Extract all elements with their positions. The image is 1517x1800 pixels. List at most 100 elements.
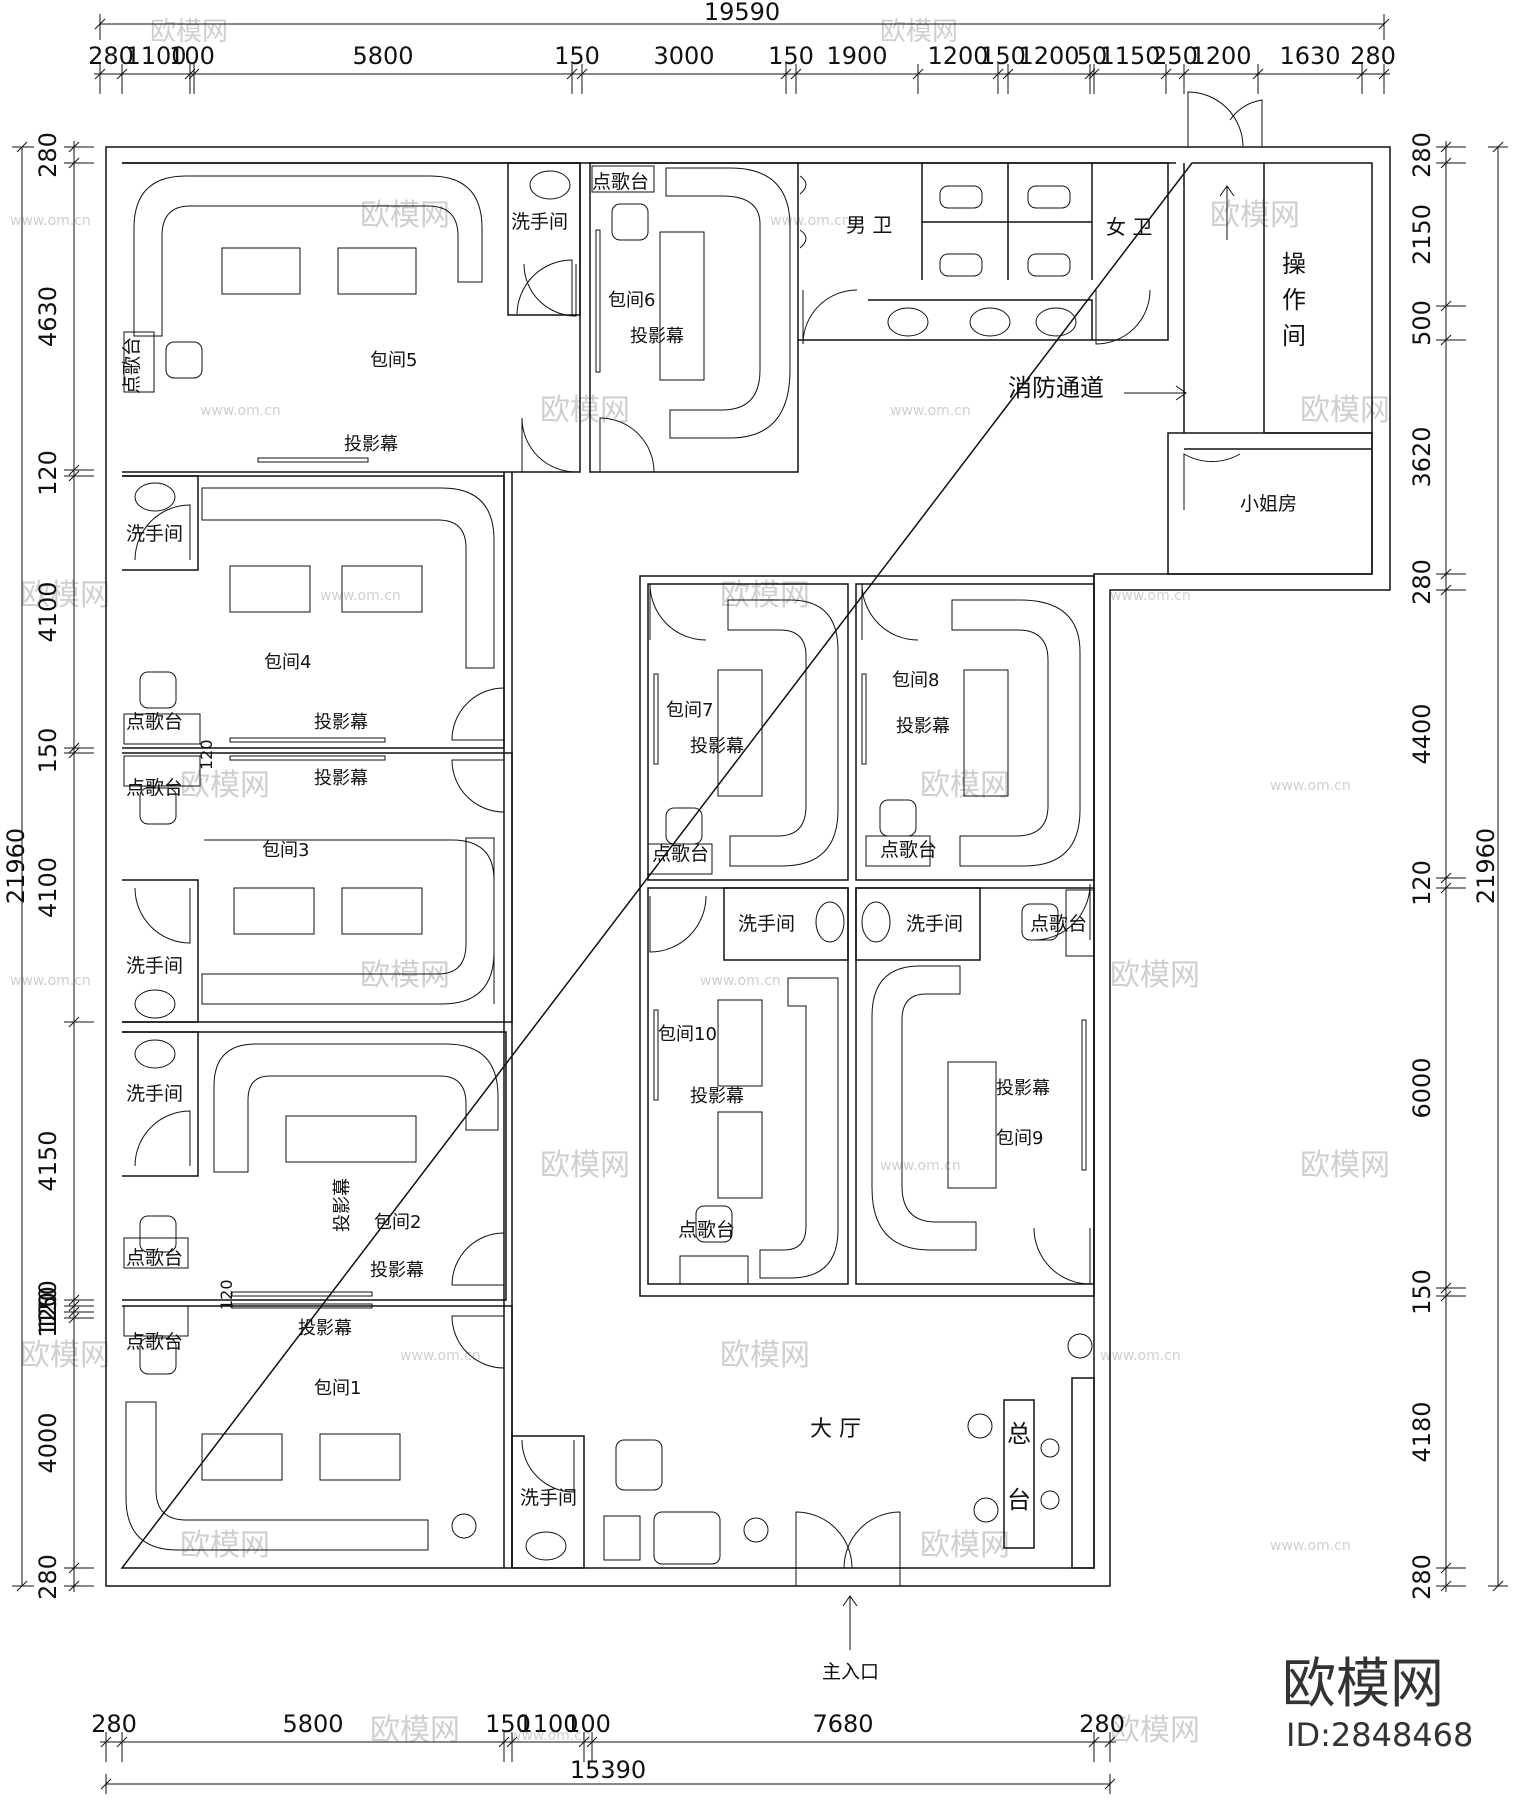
watermark-text: 欧模网 bbox=[360, 958, 450, 993]
plant bbox=[1067, 1333, 1093, 1359]
table bbox=[341, 565, 423, 613]
room-wall bbox=[122, 879, 199, 1023]
dimension-label: 1200 bbox=[927, 42, 988, 70]
projector-screen bbox=[595, 229, 601, 373]
song-console-desk bbox=[1065, 889, 1095, 957]
door bbox=[649, 895, 707, 953]
door bbox=[451, 1315, 505, 1369]
dimension-label: 280 bbox=[88, 42, 134, 70]
inner-dim-label: 120 bbox=[217, 1279, 236, 1310]
armchair bbox=[879, 799, 917, 837]
room-label-4: 包间4 bbox=[264, 652, 311, 673]
sofa bbox=[871, 965, 977, 1251]
watermark-url: www.om.cn bbox=[770, 213, 851, 229]
dimension-label: 21960 bbox=[2, 828, 30, 904]
room-wall bbox=[855, 583, 1095, 881]
sofa bbox=[951, 599, 1081, 867]
dimension-label: 4100 bbox=[34, 581, 62, 642]
room-label-8: 包间8 bbox=[892, 670, 939, 691]
room-labels: 包间5 包间6 包间4 包间3 包间2 包间1 包间7 包间8 包间10 包间9… bbox=[262, 213, 1306, 1683]
dimension-label: 1200 bbox=[1018, 42, 1079, 70]
watermark-layer: 欧模网 欧模网 欧模网 欧模网 欧模网 欧模网 欧模网 欧模网 欧模网 欧模网 … bbox=[10, 17, 1390, 1748]
front-desk-label-2: 台 bbox=[1007, 1486, 1031, 1514]
armchair bbox=[139, 1215, 177, 1253]
urinal bbox=[799, 175, 807, 249]
door bbox=[451, 687, 505, 741]
table bbox=[717, 999, 763, 1087]
projector-screen-label: 投影幕 bbox=[332, 1178, 353, 1232]
armchair bbox=[695, 1205, 733, 1243]
projector-screen bbox=[1081, 1019, 1087, 1171]
watermark-url: www.om.cn bbox=[1100, 1348, 1181, 1364]
projector-screen-label: 投影幕 bbox=[298, 1318, 352, 1339]
dimension-label: 4400 bbox=[1408, 703, 1436, 764]
washroom-label: 洗手间 bbox=[906, 913, 963, 935]
sink bbox=[134, 989, 176, 1019]
projector-screen bbox=[229, 755, 386, 761]
projector-screen-label: 投影幕 bbox=[370, 1260, 424, 1281]
door bbox=[521, 1439, 575, 1493]
room-label-operation-2: 作 bbox=[1282, 286, 1306, 314]
side-table bbox=[603, 1515, 641, 1561]
toilet bbox=[939, 185, 983, 209]
plant bbox=[973, 1497, 999, 1523]
room-label-2: 包间2 bbox=[374, 1212, 421, 1233]
armchair bbox=[139, 671, 177, 709]
song-console-desk bbox=[123, 1305, 189, 1337]
sink bbox=[525, 1531, 567, 1561]
dimension-label: 7680 bbox=[812, 1710, 873, 1738]
projector-screen bbox=[861, 673, 867, 765]
dimension-label: 120 bbox=[34, 450, 62, 496]
watermark-url: www.om.cn bbox=[890, 403, 971, 419]
room-wall bbox=[647, 583, 849, 881]
main-entrance-label: 主入口 bbox=[822, 1661, 879, 1683]
dimension-label: 250 bbox=[1152, 42, 1198, 70]
washroom-label: 洗手间 bbox=[126, 1083, 183, 1105]
projector-screen bbox=[653, 673, 659, 765]
projector-screen bbox=[231, 1291, 373, 1297]
song-console-desk bbox=[679, 1255, 749, 1285]
dimension-label: 100 bbox=[565, 1710, 611, 1738]
projector-screen-label: 投影幕 bbox=[344, 434, 398, 455]
projector-screen-labels: 投影幕 投影幕 投影幕 投影幕 投影幕 投影幕 投影幕 投影幕 投影幕 投影幕 … bbox=[298, 326, 1050, 1339]
dimension-label: 100 bbox=[169, 42, 215, 70]
room-wall bbox=[1167, 432, 1373, 575]
dimension-label: 280 bbox=[91, 1710, 137, 1738]
armchair bbox=[665, 807, 703, 845]
door bbox=[599, 417, 655, 473]
sofa bbox=[727, 599, 839, 867]
room-wall bbox=[511, 1435, 585, 1569]
room-label-operation-3: 间 bbox=[1282, 322, 1306, 350]
room-label-6: 包间6 bbox=[608, 290, 655, 311]
projector-screen bbox=[231, 1303, 373, 1309]
watermark-text: 欧模网 bbox=[920, 768, 1010, 803]
dimension-label: 280 bbox=[1408, 132, 1436, 178]
watermark-url: www.om.cn bbox=[400, 1348, 481, 1364]
dimension-label: 150 bbox=[554, 42, 600, 70]
song-console-label: 点歌台 bbox=[1030, 913, 1087, 935]
door bbox=[1183, 453, 1241, 510]
room-label-9: 包间9 bbox=[996, 1128, 1043, 1149]
toilet bbox=[1027, 185, 1071, 209]
dimension-label: 1100 bbox=[125, 42, 186, 70]
table bbox=[717, 1111, 763, 1199]
door bbox=[795, 1511, 901, 1569]
model-id: ID:2848468 bbox=[1286, 1716, 1473, 1754]
sink bbox=[529, 170, 571, 200]
room-wall bbox=[122, 1031, 199, 1177]
room-wall bbox=[1071, 1377, 1095, 1569]
door bbox=[1095, 289, 1151, 345]
song-console-label: 点歌台 bbox=[126, 1331, 183, 1353]
sofa bbox=[665, 167, 791, 439]
dimension-label: 150 bbox=[768, 42, 814, 70]
sink bbox=[134, 482, 176, 512]
dimension-label: 120 bbox=[1408, 860, 1436, 906]
watermark-text: 欧模网 bbox=[1110, 958, 1200, 993]
entrance-arrow bbox=[842, 1595, 858, 1650]
table bbox=[233, 887, 315, 935]
room-wall bbox=[507, 162, 581, 316]
door bbox=[451, 759, 505, 813]
sink bbox=[1035, 307, 1077, 337]
sofa bbox=[125, 1401, 429, 1551]
door bbox=[134, 504, 191, 561]
